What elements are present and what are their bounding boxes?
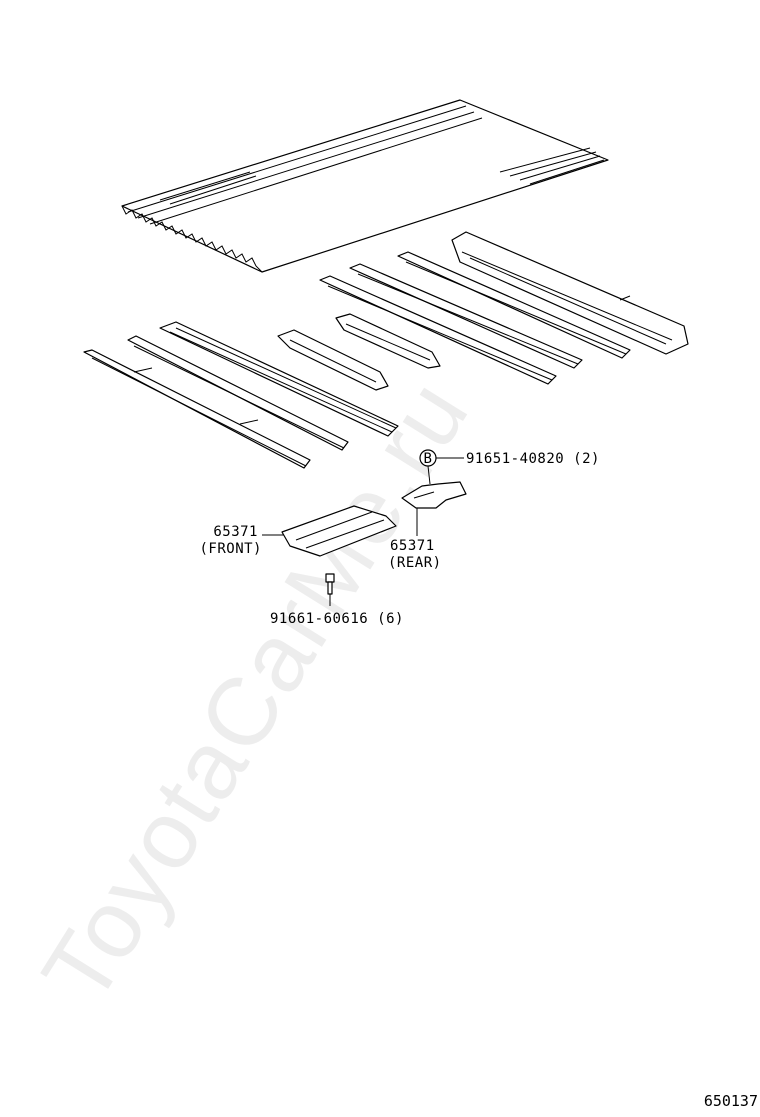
callout-bolt-front: 91661-60616 (6) bbox=[270, 611, 404, 627]
cross-sill-right-1 bbox=[319, 275, 557, 385]
deck-floor-panel bbox=[121, 99, 609, 273]
bracket-65371-front bbox=[281, 505, 397, 557]
cross-sill-right-2 bbox=[349, 263, 583, 369]
callout-front-bracket: 65371 (FRONT) bbox=[199, 524, 262, 557]
front-bracket-position: (FRONT) bbox=[199, 541, 262, 557]
front-bracket-part-number: 65371 bbox=[213, 524, 258, 540]
leader-bolt-b-down bbox=[427, 465, 431, 485]
bracket-65371-rear bbox=[401, 481, 467, 509]
cross-sill-right-3 bbox=[397, 251, 631, 359]
rear-bracket-part-number: 65371 bbox=[390, 538, 435, 554]
cross-sill-left-1 bbox=[83, 349, 311, 469]
cross-sill-left-2 bbox=[127, 335, 349, 451]
cross-sill-left-3 bbox=[159, 321, 399, 437]
diagram-reference-number: 650137 bbox=[704, 1092, 758, 1110]
symbol-b: B bbox=[424, 451, 433, 467]
symbol-b-icon bbox=[419, 449, 437, 467]
watermark-text: ToyotaCarMe.ru bbox=[22, 362, 489, 1022]
short-bracket-2 bbox=[335, 313, 441, 369]
callout-bolt-b: B 91651-40820 (2) bbox=[419, 449, 600, 467]
rear-bracket-position: (REAR) bbox=[388, 555, 442, 571]
bolt-front-part-number: 91661-60616 (6) bbox=[270, 611, 404, 627]
short-bracket-1 bbox=[277, 329, 389, 391]
callout-rear-bracket: 65371 (REAR) bbox=[388, 538, 442, 571]
rear-sill-member bbox=[451, 231, 689, 355]
bolt-b-part-number: 91651-40820 (2) bbox=[466, 451, 600, 467]
